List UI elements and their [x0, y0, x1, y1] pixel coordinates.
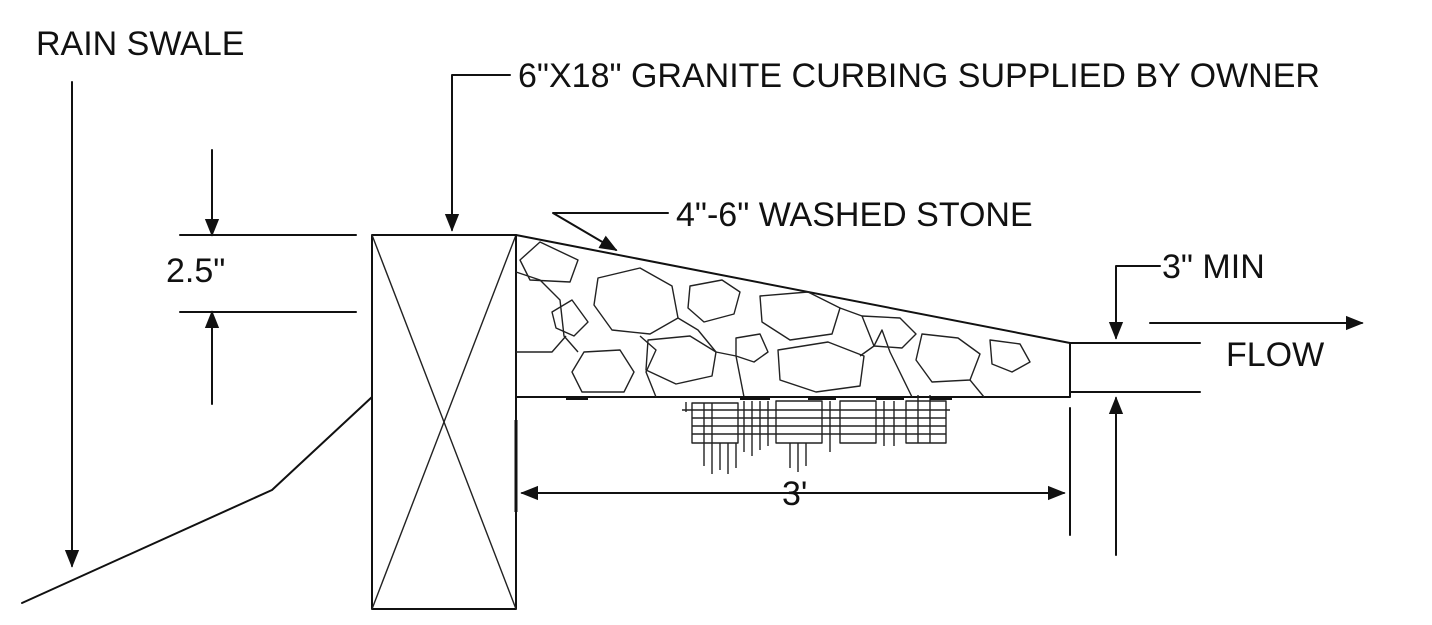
curbing-leader	[444, 74, 511, 232]
flow-label: FLOW	[1226, 336, 1324, 374]
outlet-pipe	[1069, 342, 1201, 393]
washed-stone-label: 4"-6" WASHED STONE	[676, 196, 1033, 234]
swale-ground-line	[21, 396, 373, 604]
min-dimension-label: 3" MIN	[1162, 248, 1265, 286]
width-dimension-label: 3'	[782, 475, 807, 513]
depth-dimension-label: 2.5"	[166, 252, 225, 290]
washed-stone-leader	[552, 212, 669, 251]
washed-stone-fill	[515, 234, 1071, 398]
rain-swale-label: RAIN SWALE	[36, 25, 244, 63]
width-dimension	[514, 407, 1071, 536]
min-dimension-leader	[1108, 265, 1161, 340]
granite-curb	[371, 234, 517, 610]
curbing-label: 6"X18" GRANITE CURBING SUPPLIED BY OWNER	[518, 57, 1320, 95]
depth-dimension	[179, 149, 357, 405]
paver-detail	[566, 395, 952, 474]
